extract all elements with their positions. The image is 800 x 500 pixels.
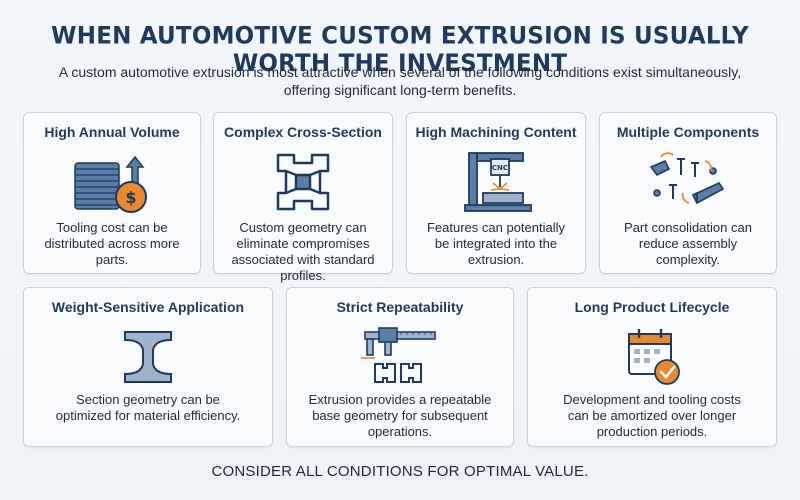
card-high-annual-volume: High Annual Volume $ Tooling cost can be… — [23, 112, 201, 274]
card-weight-sensitive-application: Weight-Sensitive Application Section geo… — [23, 287, 273, 447]
card-description: Development and tooling costs can be amo… — [536, 392, 768, 440]
desc-line: can be amortized over longer — [567, 408, 737, 423]
desc-line: optimized for material efficiency. — [55, 408, 241, 423]
card-multiple-components: Multiple Components Part consolidation c… — [599, 112, 777, 274]
card-title: Weight-Sensitive Application — [51, 299, 245, 315]
desc-line: distributed across more — [44, 236, 180, 251]
card-strict-repeatability: Strict Repeatability Extrusion provides … — [286, 287, 514, 447]
subtitle-line-2: offering significant long-term benefits. — [283, 82, 517, 98]
page-title: WHEN AUTOMOTIVE CUSTOM EXTRUSION IS USUA… — [51, 22, 749, 78]
card-title: Strict Repeatability — [336, 299, 464, 315]
desc-line: eliminate compromises — [236, 236, 370, 251]
desc-line: extrusion. — [467, 252, 525, 267]
footer-note: CONSIDER ALL CONDITIONS FOR OPTIMAL VALU… — [211, 463, 589, 480]
desc-line: be integrated into the — [434, 236, 558, 251]
card-description: Part consolidation can reduce assembly c… — [608, 220, 768, 268]
card-title: High Machining Content — [415, 124, 577, 140]
card-complex-cross-section: Complex Cross-Section Custom geometry ca… — [213, 112, 393, 283]
desc-line: complexity. — [655, 252, 721, 267]
desc-line: Extrusion provides a repeatable — [308, 392, 492, 407]
desc-line: Part consolidation can — [624, 220, 752, 235]
card-title: Long Product Lifecycle — [574, 299, 730, 315]
card-description: Extrusion provides a repeatable base geo… — [295, 392, 505, 440]
card-description: Features can potentially be integrated i… — [415, 220, 577, 268]
desc-line: Features can potentially — [426, 220, 566, 235]
desc-line: associated with standard — [231, 252, 375, 267]
desc-line: Tooling cost can be — [56, 220, 168, 235]
card-high-machining-content: High Machining Content CNC Features can … — [406, 112, 586, 274]
card-long-product-lifecycle: Long Product Lifecycle Development and t… — [527, 287, 777, 447]
card-description: Tooling cost can be distributed across m… — [32, 220, 192, 268]
desc-line: reduce assembly — [638, 236, 738, 251]
subtitle-line-1: A custom automotive extrusion is most at… — [58, 64, 742, 80]
desc-line: Custom geometry can — [239, 220, 367, 235]
caliper-profiles-icon — [361, 327, 436, 383]
desc-line: parts. — [95, 252, 129, 267]
brackets-screws-icon — [649, 152, 725, 205]
card-title: Complex Cross-Section — [224, 124, 382, 140]
svg-text:$: $ — [125, 188, 136, 207]
desc-line: Section geometry can be — [76, 392, 220, 407]
page-subtitle: A custom automotive extrusion is most at… — [20, 63, 780, 99]
card-title: Multiple Components — [616, 124, 760, 140]
card-description: Custom geometry can eliminate compromise… — [222, 220, 384, 284]
desc-line: base geometry for subsequent — [312, 408, 488, 423]
desc-line: production periods. — [596, 424, 708, 439]
desc-line: operations. — [367, 424, 433, 439]
card-description: Section geometry can be optimized for ma… — [32, 392, 264, 424]
cnc-machine-icon: CNC — [464, 152, 532, 212]
cnc-label: CNC — [492, 164, 508, 172]
extrusion-profile-icon — [276, 153, 330, 211]
card-title: High Annual Volume — [44, 124, 180, 140]
calendar-check-icon — [628, 329, 680, 385]
i-beam-icon — [124, 331, 172, 383]
stacked-profiles-coin-icon: $ — [74, 155, 147, 213]
desc-line: Development and tooling costs — [563, 392, 741, 407]
desc-line: profiles. — [280, 268, 326, 283]
